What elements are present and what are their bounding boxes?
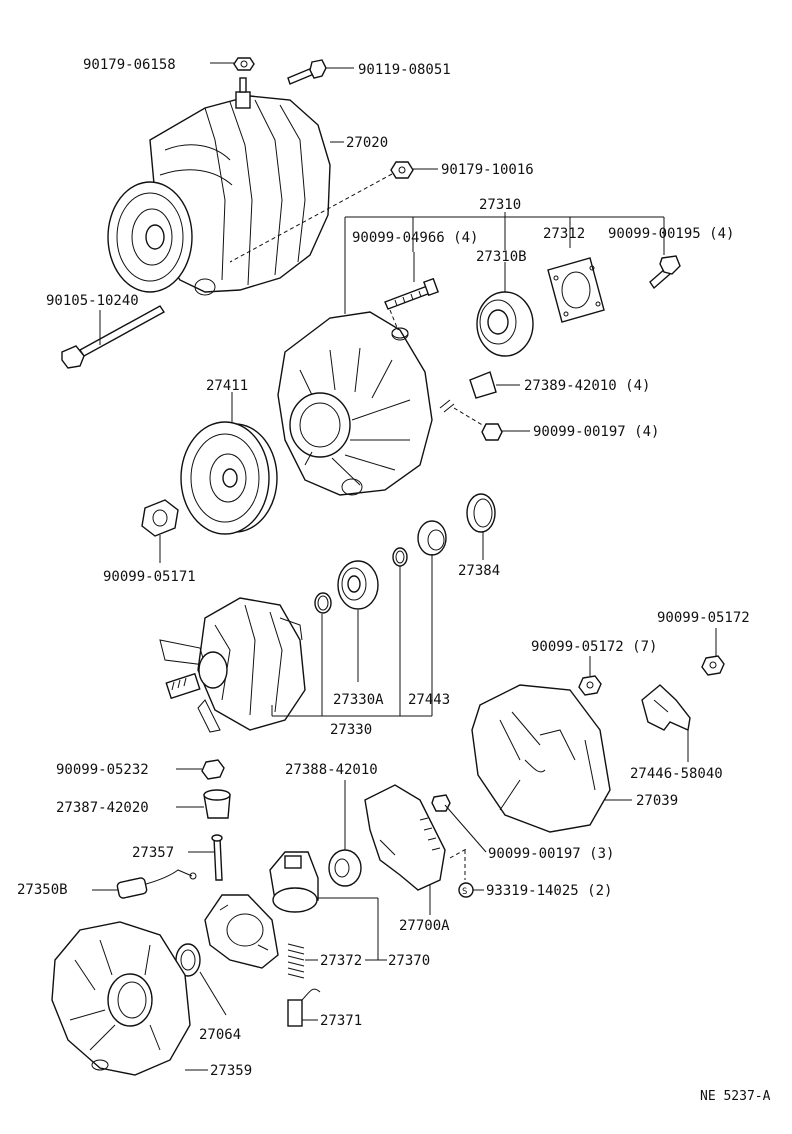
label-27330: 27330	[330, 722, 372, 738]
label-27310B: 27310B	[476, 249, 527, 265]
label-90119-08051: 90119-08051	[358, 62, 451, 78]
label-90099-04966: 90099-04966 (4)	[352, 230, 478, 246]
label-90105-10240: 90105-10240	[46, 293, 139, 309]
label-27370: 27370	[388, 953, 430, 969]
brush-27371	[287, 988, 321, 1027]
rectifier-holder	[204, 894, 279, 969]
nut-90179-10016	[229, 161, 438, 263]
washer-93319-14025: S	[458, 882, 484, 898]
part-labels: 90179-06158 90119-08051 27020 90179-1001…	[17, 57, 771, 1104]
label-27371: 27371	[320, 1013, 362, 1029]
bolt-90105-10240	[61, 305, 166, 369]
label-90099-05232: 90099-05232	[56, 762, 149, 778]
spring-27372	[287, 943, 318, 979]
nut-90099-05172-7	[578, 656, 602, 696]
label-90099-05172-7: 90099-05172 (7)	[531, 639, 657, 655]
screw-90099-00195	[649, 255, 681, 290]
label-27357: 27357	[132, 845, 174, 861]
label-27350B: 27350B	[17, 882, 68, 898]
drive-end-frame-27310	[277, 311, 433, 496]
pulley-27411	[180, 392, 278, 535]
retainer-plate-27312	[547, 257, 605, 323]
label-27039: 27039	[636, 793, 678, 809]
bolt-90119-08051	[287, 59, 354, 85]
nut-90099-05171	[141, 499, 179, 563]
label-27310: 27310	[479, 197, 521, 213]
cover-27443	[417, 520, 447, 716]
sensor-27350B	[92, 869, 197, 899]
brush-holder-27370	[269, 851, 379, 960]
label-27384: 27384	[458, 563, 500, 579]
rear-cover-27039	[471, 684, 632, 833]
screw-90099-00197-3	[431, 794, 487, 853]
label-90099-05172: 90099-05172	[657, 610, 750, 626]
alternator-assembly	[107, 77, 331, 296]
callout-bracket-27310	[344, 212, 665, 314]
label-27064: 27064	[199, 1027, 241, 1043]
label-27330A: 27330A	[333, 692, 384, 708]
nut-90099-05172	[701, 628, 725, 676]
nut-90099-05232	[176, 759, 225, 780]
stud-90099-04966	[384, 252, 439, 310]
screw-90099-00197-4	[439, 399, 530, 441]
rotor	[159, 597, 432, 733]
label-27443: 27443	[408, 692, 450, 708]
label-27372: 27372	[320, 953, 362, 969]
ring-small	[314, 592, 332, 716]
label-27411: 27411	[206, 378, 248, 394]
rear-frame-27359	[51, 921, 208, 1076]
label-27359: 27359	[210, 1063, 252, 1079]
label-27312: 27312	[543, 226, 585, 242]
label-27387-42020: 27387-42020	[56, 800, 149, 816]
label-90099-05171: 90099-05171	[103, 569, 196, 585]
bushing-27387-42020	[176, 789, 231, 819]
bearing-27330A	[337, 560, 379, 682]
bearing-27388-42010	[328, 780, 362, 887]
label-93319-14025: 93319-14025 (2)	[486, 883, 612, 899]
label-90179-10016: 90179-10016	[441, 162, 534, 178]
terminal-27357	[188, 834, 223, 881]
bracket-27446-58040	[641, 684, 691, 762]
label-90099-00197-4: 90099-00197 (4)	[533, 424, 659, 440]
regulator-27700A	[364, 784, 469, 915]
ring-27330	[392, 547, 408, 716]
label-27388-42010: 27388-42010	[285, 762, 378, 778]
label-90179-06158: 90179-06158	[83, 57, 176, 73]
label-90099-00195: 90099-00195 (4)	[608, 226, 734, 242]
label-27020: 27020	[346, 135, 388, 151]
label-90099-00197-3: 90099-00197 (3)	[488, 846, 614, 862]
reference-code: NE 5237-A	[700, 1089, 771, 1104]
insulator-27389-42010	[469, 371, 520, 399]
svg-text:S: S	[462, 887, 467, 897]
label-27700A: 27700A	[399, 918, 450, 934]
bearing-27310B	[476, 262, 534, 357]
nut-90179-06158	[210, 57, 255, 71]
label-27446-58040: 27446-58040	[630, 766, 723, 782]
washer-27384	[466, 493, 496, 560]
label-27389-42010: 27389-42010 (4)	[524, 378, 650, 394]
